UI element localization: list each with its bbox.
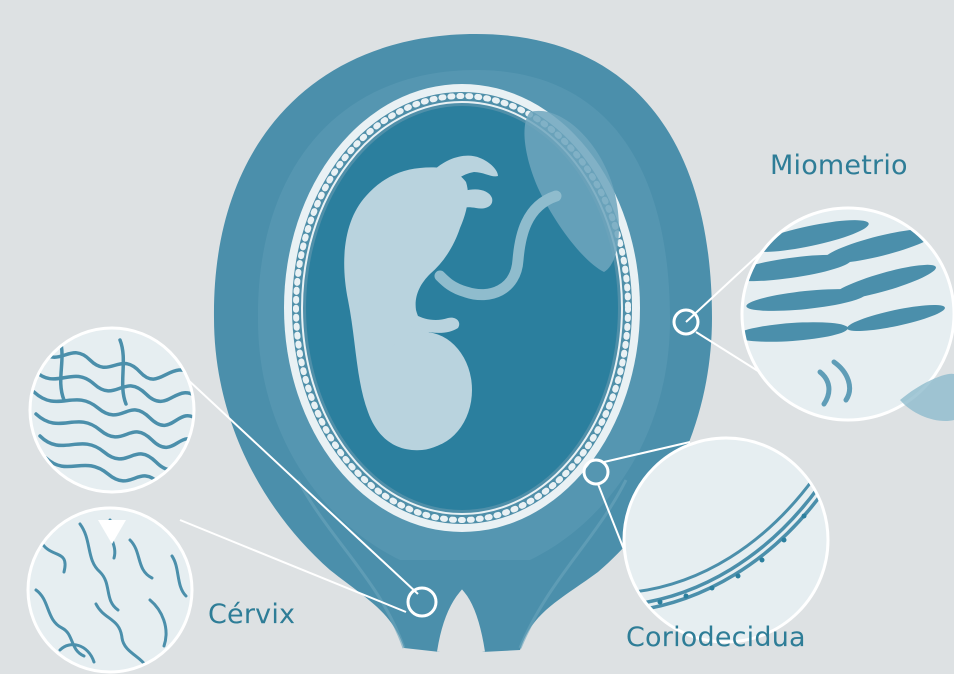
label-cervix: Cérvix xyxy=(208,599,295,630)
label-miometrio: Miometrio xyxy=(770,150,908,181)
label-coriodecidua: Coriodecidua xyxy=(626,622,806,653)
